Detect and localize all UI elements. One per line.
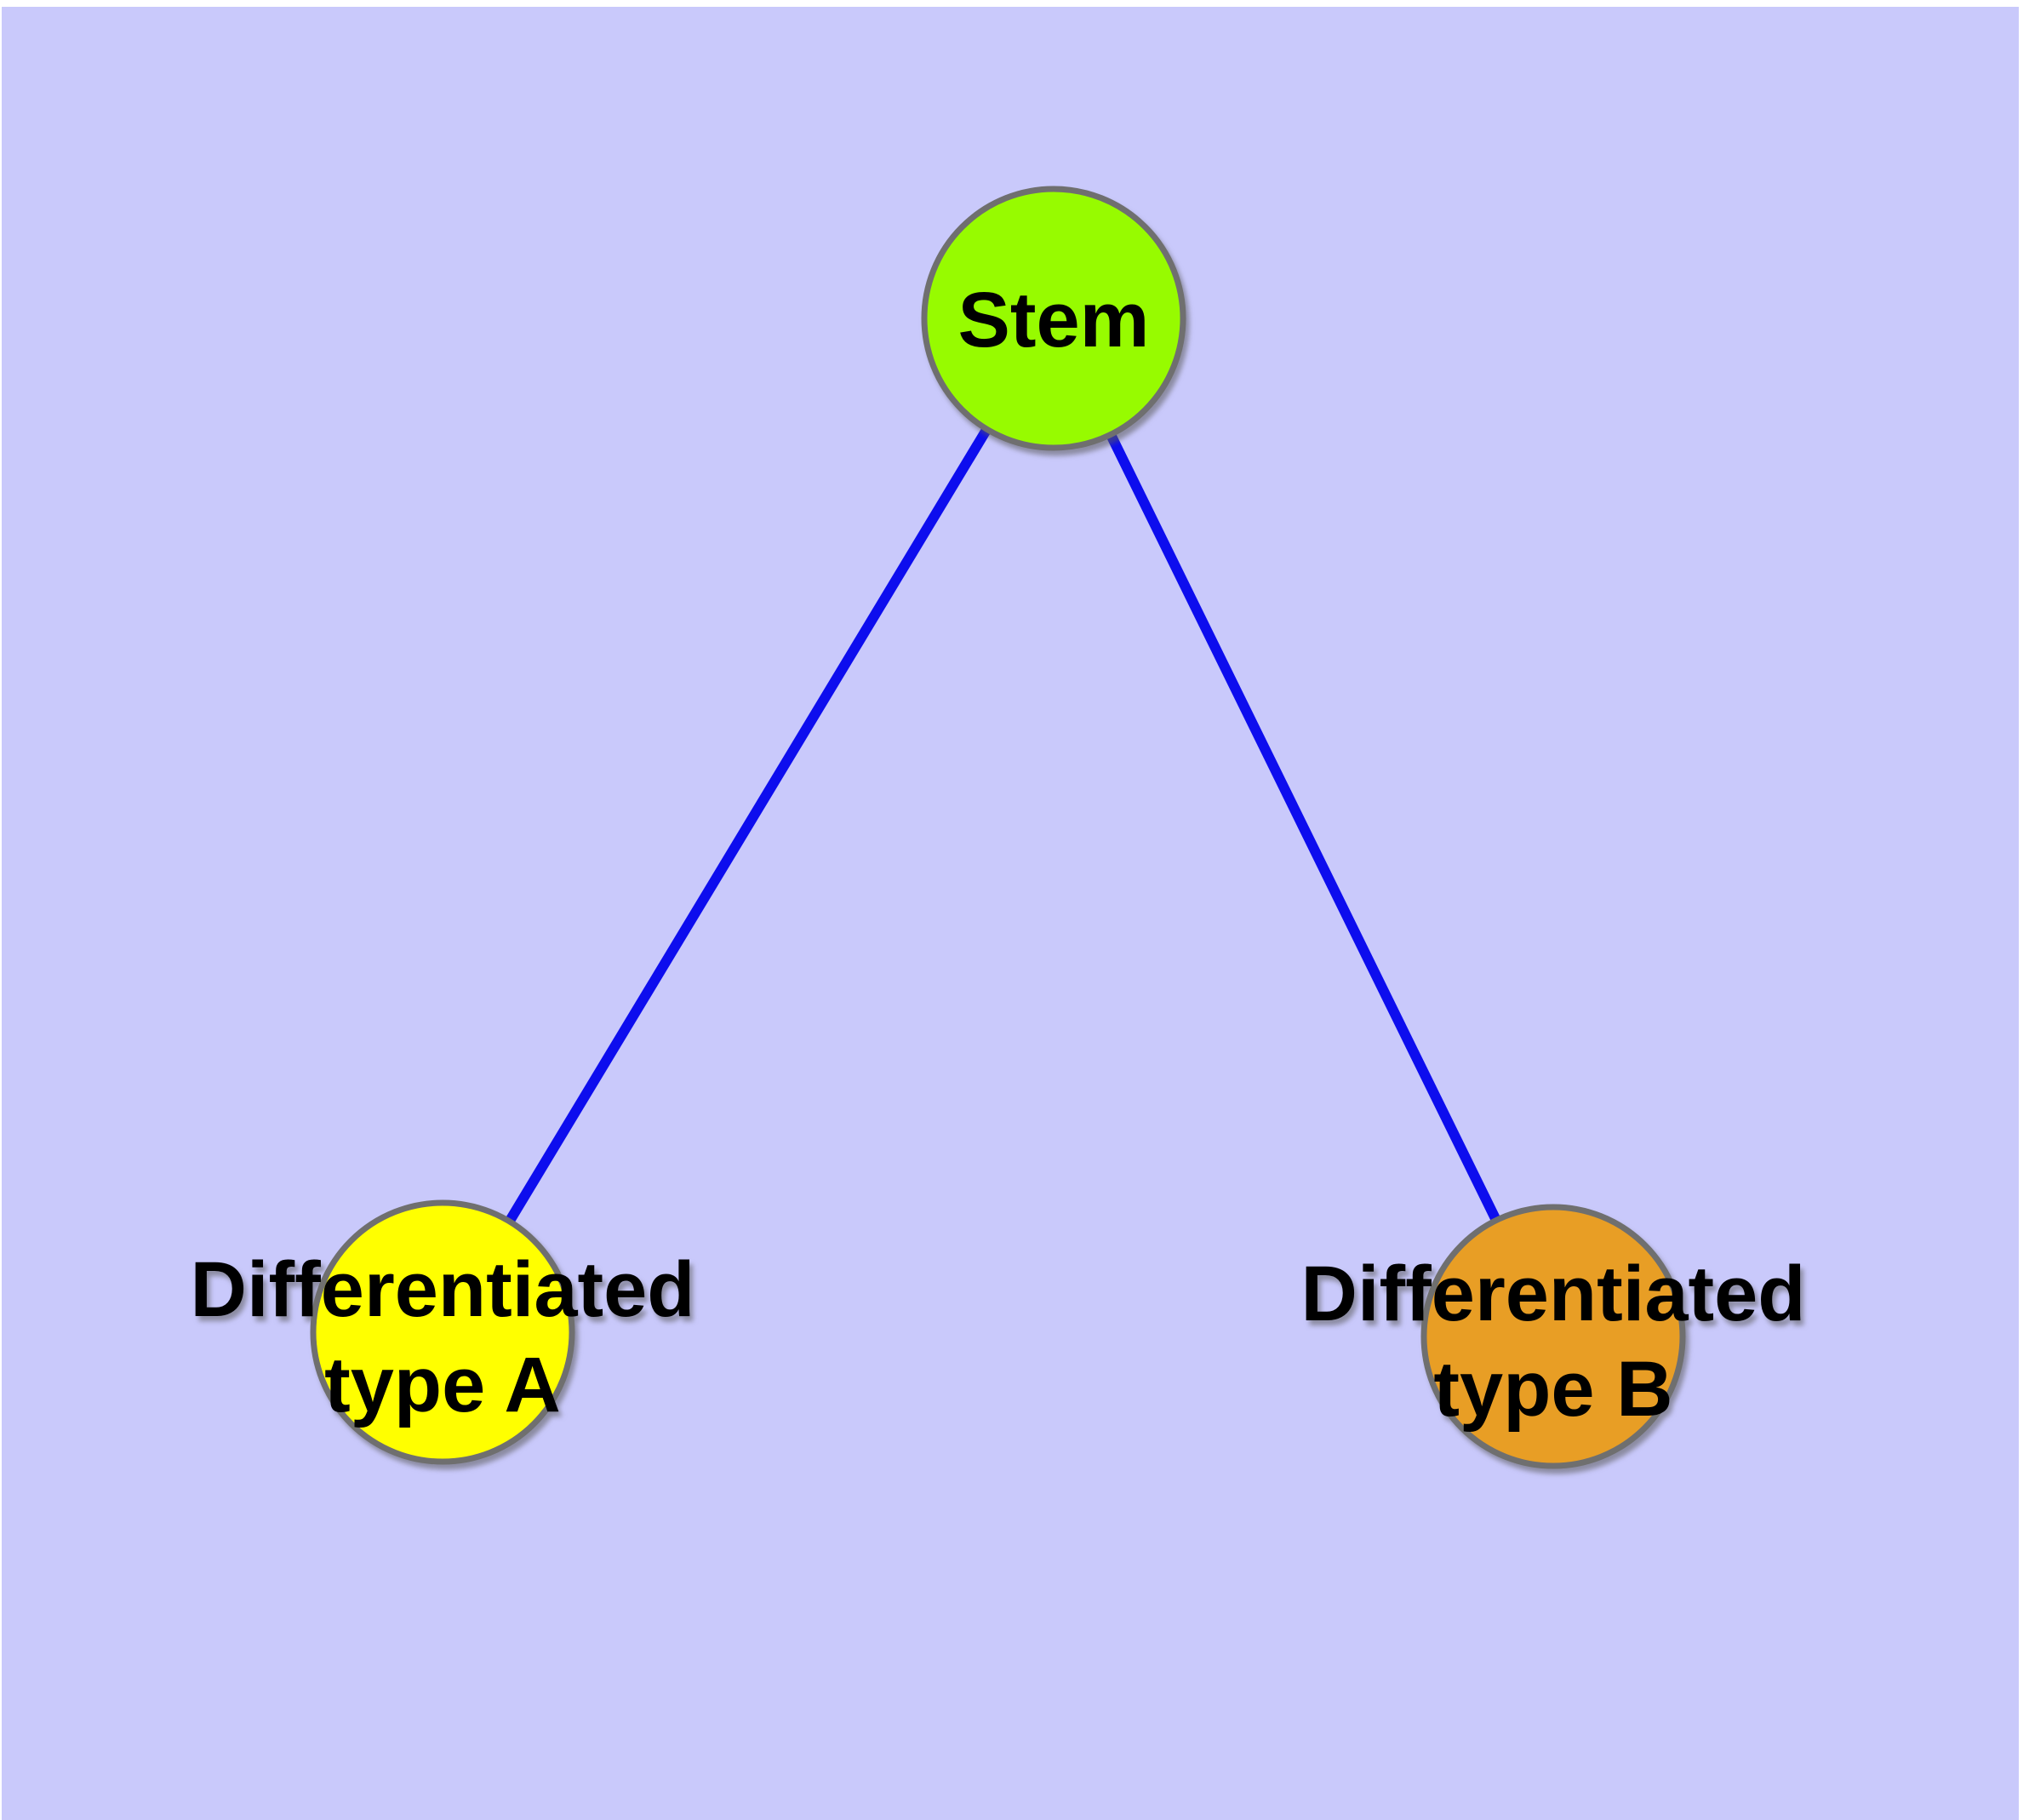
node-differentiated-type-b-label-line2: type B — [1433, 1346, 1672, 1433]
node-differentiated-type-a-circle — [310, 1199, 575, 1465]
edge-stem-to-type-a — [437, 315, 1059, 1336]
node-differentiated-type-b-circle — [1420, 1204, 1686, 1469]
node-differentiated-type-a-label-line2: type A — [324, 1342, 561, 1428]
node-stem: Stem — [921, 186, 1186, 451]
node-stem-circle — [921, 186, 1186, 451]
node-differentiated-type-b-label-line1: Differentiated — [1301, 1251, 1806, 1337]
node-differentiated-type-a: Differentiated type A — [191, 1199, 695, 1465]
node-differentiated-type-b: Differentiated type B — [1301, 1204, 1806, 1469]
node-stem-label: Stem — [958, 277, 1150, 363]
edge-stem-to-type-b — [1049, 316, 1558, 1339]
node-differentiated-type-a-label-line1: Differentiated — [191, 1246, 695, 1333]
